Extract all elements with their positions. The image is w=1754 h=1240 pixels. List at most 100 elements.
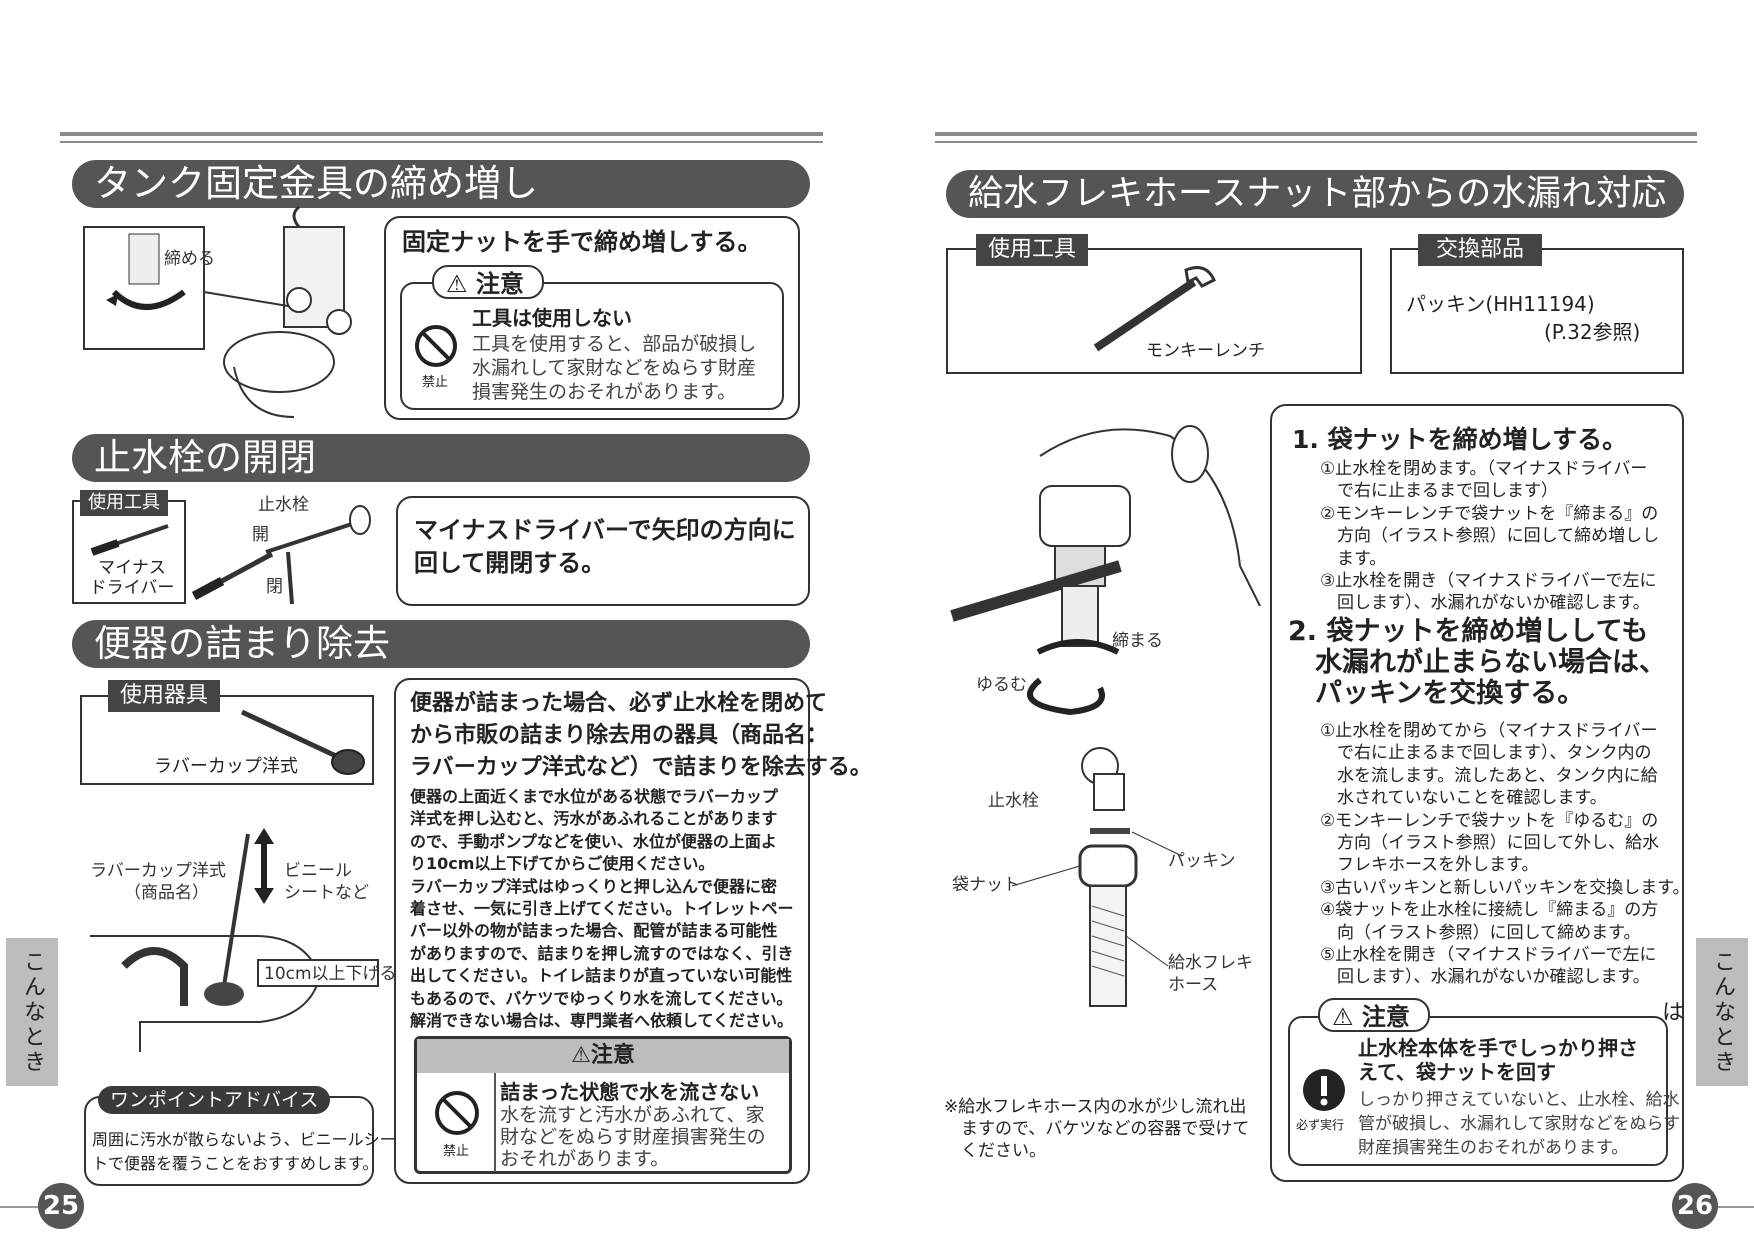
caution-line: 水を流すと汚水があふれて、家 [500,1104,765,1126]
step-line: 水を流します。流したあと、タンク内に給 [1320,765,1658,786]
svg-text:ホース: ホース [1168,975,1218,995]
step-line: 向（イラスト参照）に回して締めます。 [1320,922,1641,943]
step1-items: ①止水栓を閉めます。（マイナスドライバー で右に止まるまで回します） ②モンキー… [1320,458,1659,615]
step-line: ③止水栓を開き（マイナスドライバーで左に [1320,571,1657,592]
clog-caution-header: ⚠注意 [417,1039,789,1073]
svg-text:締まる: 締まる [1112,631,1163,651]
prohibit-icon [435,1091,479,1135]
page-number-right: 26 [1672,1183,1718,1229]
step-title-line: 2. 袋ナットを締め増ししても [1288,616,1649,647]
step-line: 水されていないことを確認します。 [1320,788,1607,809]
side-tab-left: こんなときは [6,938,58,1086]
valve-illustration: 止水栓 開 閉 [191,495,371,605]
hose-caution-box [1288,1016,1668,1166]
body-line: ラバーカップ洋式はゆっくりと押し込んで便器に密 [410,876,778,896]
parts-name: パッキン(HH11194) [1406,292,1595,316]
step2-items: ①止水栓を閉めてから（マイナスドライバー で右に止まるまで回します）、タンク内の… [1320,720,1690,989]
section-title-valve: 止水栓の開閉 [72,434,810,482]
body-line: もあるので、バケツでゆっくり水を流してください。 [410,988,793,1008]
svg-text:止水栓: 止水栓 [988,791,1039,811]
caution-line: 水漏れして家財などをぬらす財産 [472,357,757,379]
tools-tag: 使用工具 [976,234,1089,266]
top-rule [935,132,1697,136]
body-line: 便器の上面近くまで水位がある状態でラバーカップ [410,787,778,806]
tank-caution-box [400,282,784,410]
step-line: ⑤止水栓を開き（マイナスドライバーで左に [1320,945,1657,966]
step-title-line: 水漏れが止まらない場合は、 [1288,647,1666,678]
clog-caution-heading: 詰まった状態で水を流さない [500,1080,760,1104]
screwdriver-icon [90,524,169,556]
advice-body: 周囲に汚水が散らないよう、ビニールシー トで便器を覆うことをおすすめします。 [92,1128,396,1176]
caution-divider [494,1073,496,1172]
lead-line: 便器が詰まった場合、必ず止水栓を閉めて [410,691,828,716]
parts-tag: 交換部品 [1418,234,1543,266]
must-label: 必ず実行 [1296,1118,1345,1132]
tools-name: モンキーレンチ [1146,341,1265,361]
warning-icon: ⚠ [571,1043,591,1068]
caution-line: しっかり押さえていないと、止水栓、給水 [1358,1090,1680,1110]
caution-title: 注意 [475,270,524,298]
parts-ref: (P.32参照) [1544,320,1641,344]
section-title-hose: 給水フレキホースナット部からの水漏れ対応 [946,170,1684,218]
note-line: ※給水フレキホース内の水が少し流れ出 [944,1097,1247,1117]
body-line: り10cm以上下げてからご使用ください。 [410,854,715,874]
step-line: ます。 [1320,548,1387,569]
advice-line: トで便器を覆うことをおすすめします。 [92,1154,379,1173]
hose-caution-tab: ⚠ 注意 [1318,998,1430,1032]
caution-heading-line: えて、袋ナットを回す [1358,1060,1556,1084]
svg-text:ゆるむ: ゆるむ [976,675,1027,695]
svg-text:シートなど: シートなど [284,883,369,903]
svg-text:ビニール: ビニール [284,861,352,881]
clog-tool-name: ラバーカップ洋式 [154,756,298,777]
hose-note: ※給水フレキホース内の水が少し流れ出 ますので、バケツなどの容器で受けて くださ… [944,1096,1249,1162]
body-line: 出してください。トイレ詰まりが直っていない可能性 [410,966,793,986]
caution-line: おそれがあります。 [500,1148,670,1170]
page-footer-line [1716,1206,1754,1208]
tool-name-line: ドライバー [89,578,175,598]
note-line: ますので、バケツなどの容器で受けて [944,1119,1250,1139]
body-line: 洋式を押し込むと、汚水があふれることがあります [410,809,778,829]
step-line: で右に止まるまで回します） [1320,481,1558,502]
tool-name-line: マイナス [98,558,166,578]
step-line: ②モンキーレンチで袋ナットを『ゆるむ』の [1320,810,1659,831]
section-title-tank: タンク固定金具の締め増し [72,160,810,208]
clog-caution-body: 水を流すと汚水があふれて、家 財などをぬらす財産損害発生の おそれがあります。 [500,1104,766,1170]
advice-line: 周囲に汚水が散らないよう、ビニールシー [92,1130,396,1149]
page-number-left: 25 [38,1183,84,1229]
step-line: で右に止まるまで回します）、タンク内の [1320,743,1652,764]
valve-tool-name: マイナス ドライバー [80,558,184,598]
lead-line: 回して開閉する。 [414,549,606,577]
top-rule-thin [60,141,823,143]
body-line: パー以外の物が詰まった場合、配管が詰まる可能性 [410,921,778,941]
step-line: 回します）、水漏れがないか確認します。 [1320,593,1650,614]
body-line: 解消できない場合は、専門業者へ依頼してください。 [410,1011,794,1031]
svg-text:（商品名）: （商品名） [124,883,209,903]
tank-illustration: 締める [83,205,352,418]
svg-text:パッキン: パッキン [1168,851,1236,871]
tank-caution-tab: ⚠ 注意 [432,265,544,299]
svg-text:開: 開 [252,525,269,545]
caution-line: 財産損害発生のおそれがあります。 [1358,1138,1629,1158]
valve-lead: マイナスドライバーで矢印の方向に 回して開閉する。 [414,514,796,580]
svg-text:閉: 閉 [266,577,283,597]
mandatory-icon [1303,1069,1345,1111]
step-line: 回します）、水漏れがないか確認します。 [1320,967,1650,988]
step1-title: 1. 袋ナットを締め増しする。 [1292,425,1628,454]
step-line: 方向（イラスト参照）に回して外し、給水 [1320,833,1660,854]
svg-text:止水栓: 止水栓 [258,495,309,515]
caution-title: 注意 [1361,1003,1410,1031]
svg-text:給水フレキ: 給水フレキ [1168,953,1253,973]
body-line: ので、手動ポンプなどを使い、水位が便器の上面よ [410,831,777,851]
clog-illustration: ラバーカップ洋式 （商品名） ビニール シートなど 10cm以上下げる [90,828,397,1052]
clog-lead: 便器が詰まった場合、必ず止水栓を閉めて から市販の詰まり除去用の器具（商品名： … [410,688,872,784]
step-line: 方向（イラスト参照）に回して締め増しし [1320,526,1660,547]
svg-text:締める: 締める [164,249,215,269]
hose-nut-illustration: 締まる ゆるむ 止水栓 パッキン 袋ナット 給水フレキ ホース [950,425,1261,1007]
valve-instruction-box [396,496,810,606]
tank-lead: 固定ナットを手で締め増しする。 [402,228,762,256]
hose-caution-heading: 止水栓本体を手でしっかり押さ えて、袋ナットを回す [1358,1036,1638,1084]
step2-title: 2. 袋ナットを締め増ししても 水漏れが止まらない場合は、 パッキンを交換する。 [1288,616,1666,709]
step-line: ②モンキーレンチで袋ナットを『締まる』の [1320,503,1659,524]
clog-tool-tag: 使用器具 [108,680,221,712]
prohibit-label: 禁止 [422,375,449,390]
